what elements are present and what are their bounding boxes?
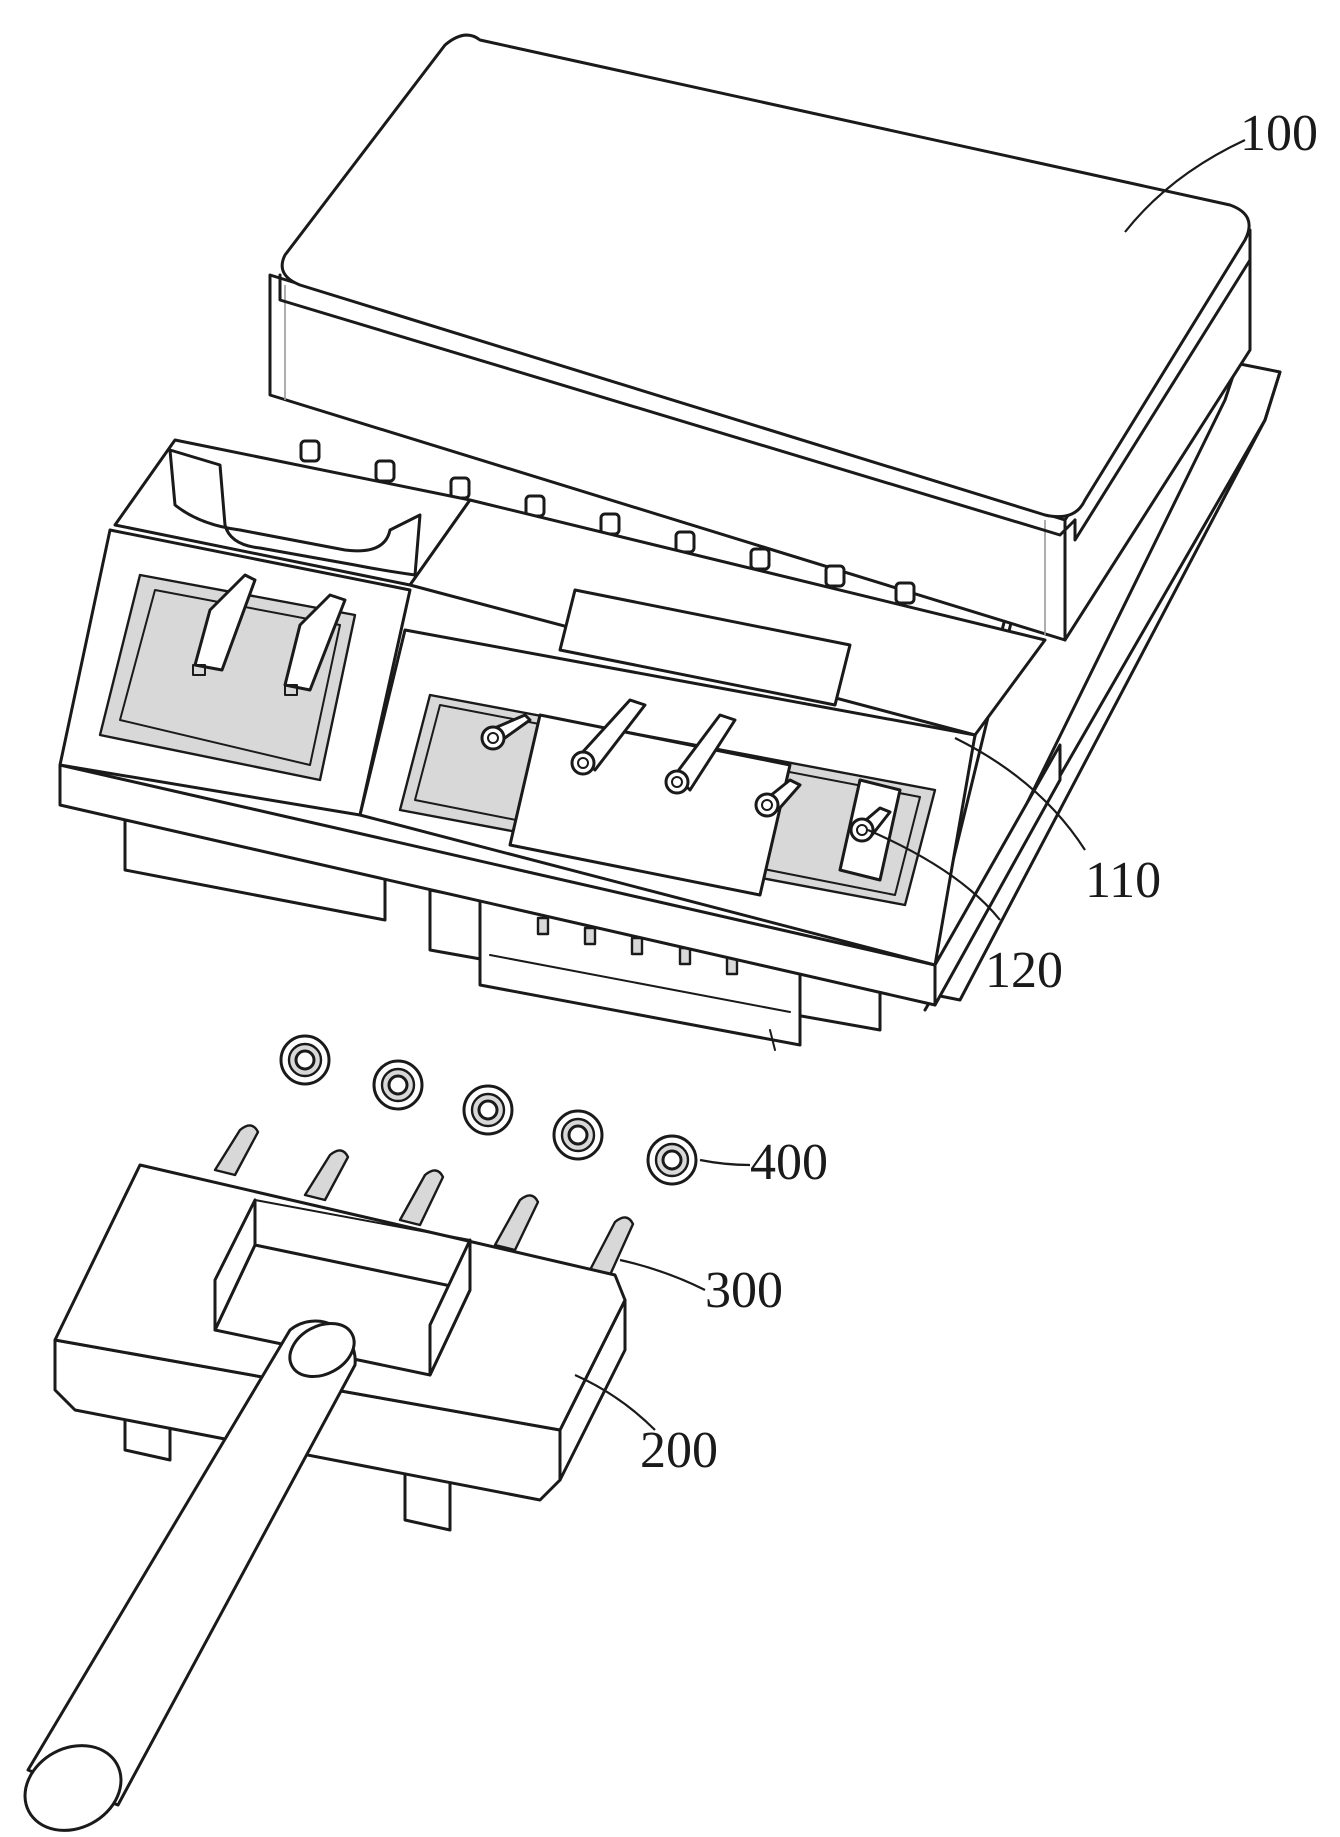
label-200: 200 bbox=[640, 1425, 718, 1477]
label-400: 400 bbox=[750, 1137, 828, 1189]
label-120: 120 bbox=[985, 945, 1063, 997]
ring bbox=[554, 1111, 602, 1159]
ring bbox=[648, 1136, 696, 1184]
label-300: 300 bbox=[705, 1265, 783, 1317]
label-100: 100 bbox=[1240, 108, 1318, 160]
ring bbox=[464, 1086, 512, 1134]
ring bbox=[281, 1036, 329, 1084]
label-110: 110 bbox=[1085, 855, 1161, 907]
plug-200 bbox=[10, 1165, 625, 1837]
ring bbox=[374, 1061, 422, 1109]
